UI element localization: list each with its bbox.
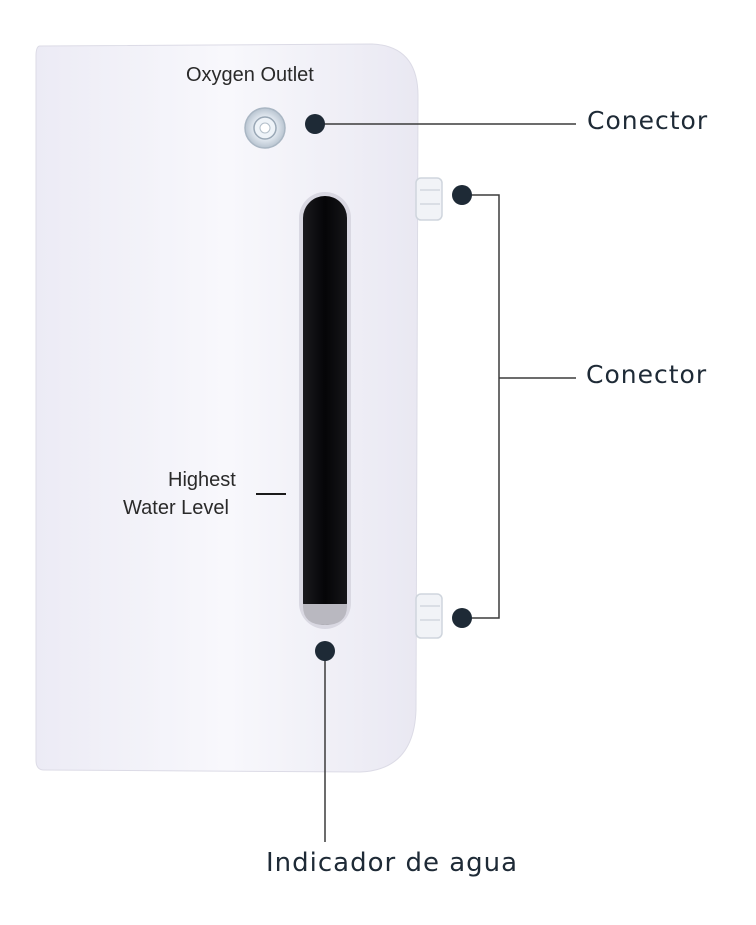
printed-oxygen-outlet: Oxygen Outlet [186,64,314,86]
oxygen-outlet-nozzle [244,107,286,149]
printed-highest: Highest [168,469,236,491]
water-level-window [299,192,351,629]
label-top-connector: Conector [587,106,709,135]
callout-dot [305,114,325,134]
callout-water-indicator [315,641,335,842]
callout-dot [315,641,335,661]
callout-dot [452,185,472,205]
device-body [35,43,419,773]
printed-water-level: Water Level [123,497,229,519]
side-connector-top [415,177,443,221]
callout-top-connector [305,114,576,134]
label-water-indicator: Indicador de agua [266,848,519,878]
label-side-connectors: Conector [586,360,708,389]
side-connector-bottom [415,593,443,639]
callout-side-connectors [452,185,576,628]
callout-dot [452,608,472,628]
